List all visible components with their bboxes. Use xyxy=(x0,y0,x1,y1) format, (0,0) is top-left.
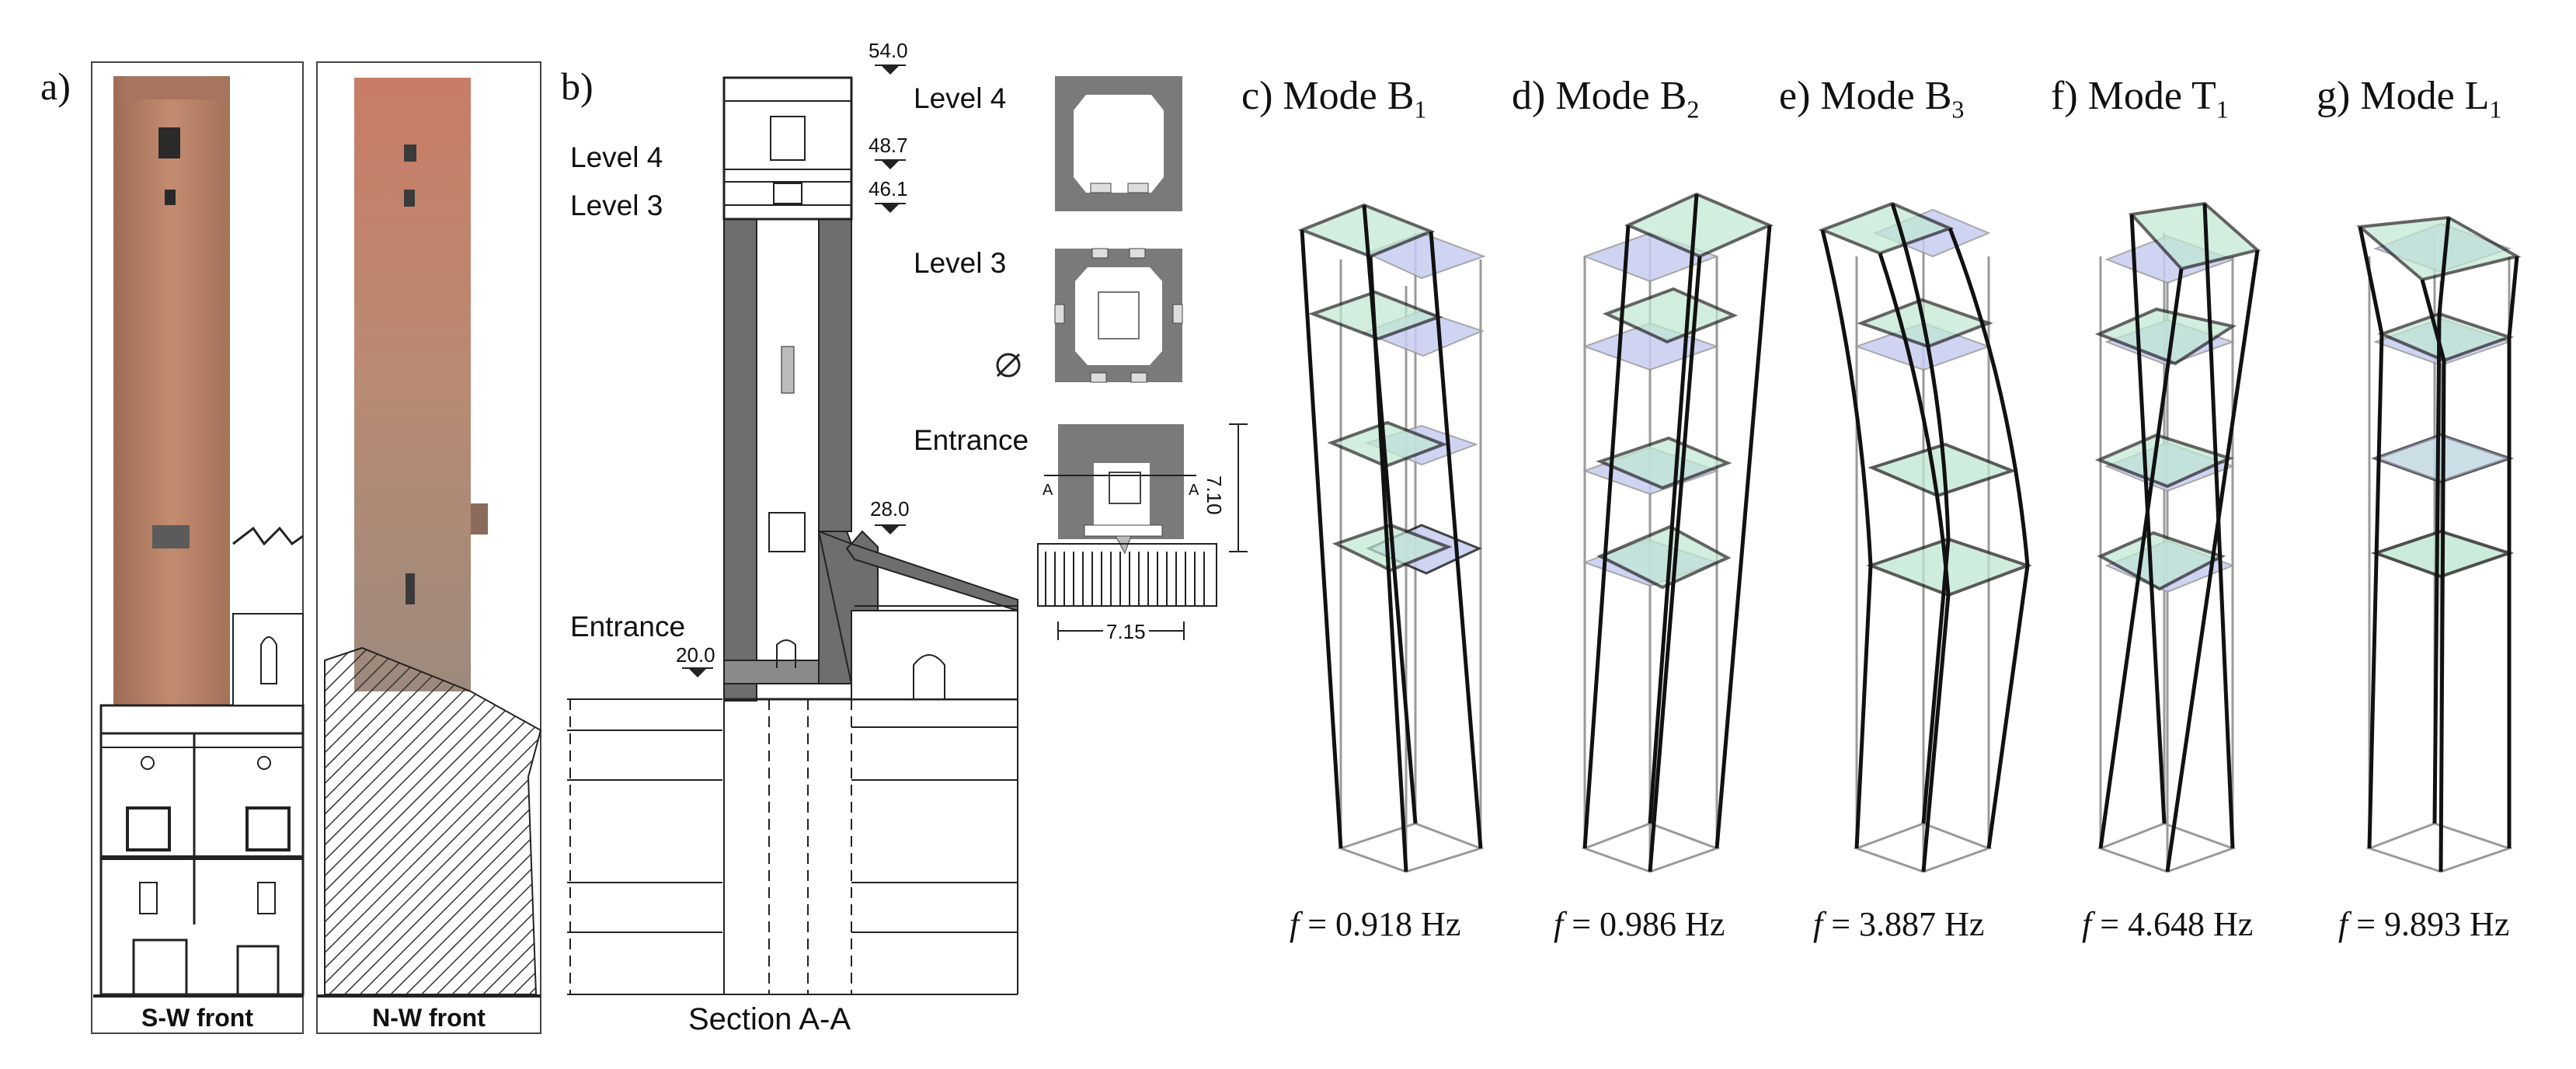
tower-wall-left xyxy=(723,218,757,702)
mode-d-shape xyxy=(1581,192,1774,873)
dimension-width: 7.15 xyxy=(1103,620,1149,644)
sw-front-label: S-W front xyxy=(141,1004,253,1032)
mode-f-frequency: f = 4.648 Hz xyxy=(2082,905,2254,943)
mode-e-title: e) Mode B3 xyxy=(1779,74,1965,124)
plan-level3-label: Level 3 xyxy=(914,247,1007,279)
panel-a-letter: a) xyxy=(40,64,71,108)
elevation-48-7: 48.7 xyxy=(869,134,908,157)
north-arrow-icon xyxy=(996,353,1021,378)
mode-c-title: c) Mode B1 xyxy=(1241,74,1427,124)
plan-level4-label: Level 4 xyxy=(914,82,1007,114)
mode-e-shape xyxy=(1818,201,2033,873)
sw-tower-photo xyxy=(113,76,230,705)
mode-d-frequency: f = 0.986 Hz xyxy=(1554,905,1725,943)
elevation-46-1: 46.1 xyxy=(869,177,908,200)
nw-front-frame xyxy=(316,61,541,1034)
elevation-54: 54.0 xyxy=(869,39,908,62)
mode-f-shape xyxy=(2094,201,2261,873)
sw-opening xyxy=(152,525,190,548)
elevation-20: 20.0 xyxy=(676,643,715,667)
mode-e-frequency: f = 3.887 Hz xyxy=(1813,905,1985,943)
sw-tower-top xyxy=(123,76,221,99)
mode-g-shape xyxy=(2356,215,2522,873)
section-aa-label: Section A-A xyxy=(688,1002,851,1036)
mode-d-title: d) Mode B2 xyxy=(1512,74,1700,124)
nw-front-label: N-W front xyxy=(372,1004,486,1032)
section-level4-label: Level 4 xyxy=(570,141,663,173)
section-level3-label: Level 3 xyxy=(570,190,663,221)
elevation-28: 28.0 xyxy=(870,497,910,521)
mode-c-frequency: f = 0.918 Hz xyxy=(1290,905,1461,943)
mode-g-frequency: f = 9.893 Hz xyxy=(2338,905,2510,943)
sw-window-1 xyxy=(158,127,180,158)
section-mark-right: A xyxy=(1189,482,1199,499)
section-mark-left: A xyxy=(1043,482,1053,499)
sw-window-2 xyxy=(165,190,176,205)
sw-front-frame xyxy=(91,61,304,1034)
panel-b-letter: b) xyxy=(561,64,594,108)
mode-f-title: f) Mode T1 xyxy=(2051,74,2229,124)
mode-g-title: g) Mode L1 xyxy=(2317,74,2502,124)
section-entrance-label: Entrance xyxy=(570,611,686,642)
nw-hatched-roof xyxy=(324,646,542,995)
mode-c-shape xyxy=(1297,203,1486,873)
tower-wall-right xyxy=(818,218,852,532)
plan-entrance-label: Entrance xyxy=(914,424,1029,456)
